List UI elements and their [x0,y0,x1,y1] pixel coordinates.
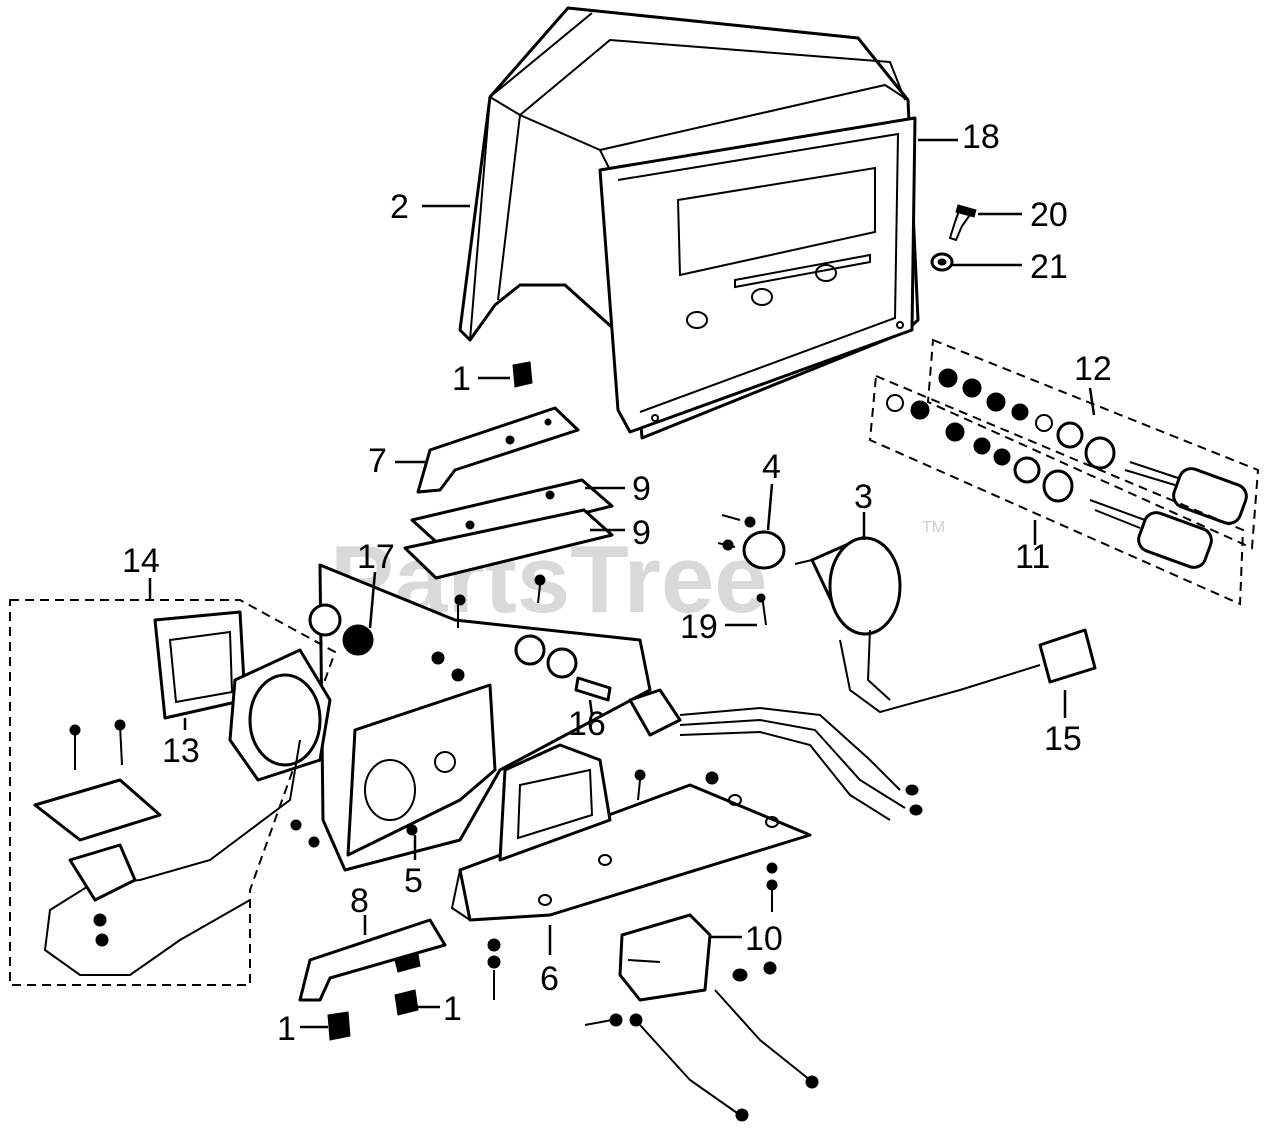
callout-10: 10 [745,920,783,958]
part-kit-14 [9,599,337,986]
part-plate-4 [717,514,786,570]
part-gasket-5 [346,683,497,857]
callout-17: 17 [357,538,395,576]
part-bracket-7 [416,406,580,494]
callout-18: 18 [962,118,1000,156]
part-fasteners [290,574,778,1000]
part-knob-1-lower-left [327,1011,351,1041]
callout-5: 5 [404,862,423,900]
callout-15: 15 [1044,720,1082,758]
callout-3: 3 [854,478,873,516]
callout-6: 6 [540,960,559,998]
part-screw-19 [756,593,767,626]
part-relay-10 [584,913,819,1122]
callout-12: 12 [1074,350,1112,388]
callout-7: 7 [368,442,387,480]
part-gasket-9a [410,478,614,550]
callout-13: 13 [162,732,200,770]
callout-9-a: 9 [632,470,651,508]
part-strip-12 [926,338,1260,550]
callout-9-b: 9 [632,514,651,552]
callout-8: 8 [350,882,369,920]
part-screw-20 [948,204,977,242]
callout-11: 11 [1015,538,1050,576]
callout-20: 20 [1030,196,1068,234]
callout-14: 14 [122,542,160,580]
part-knob-1-top [512,361,533,388]
callout-2: 2 [390,188,409,226]
callout-21: 21 [1030,248,1068,286]
part-bracket-8 [298,918,447,1002]
part-gasket-9b [403,508,614,580]
callout-1-top: 1 [452,360,471,398]
callout-4: 4 [762,448,781,486]
part-gauge-3 [794,536,1097,714]
part-front-panel [598,116,917,434]
part-washer-21 [930,252,954,272]
part-strip-11 [868,374,1245,606]
callout-labels: 2 18 20 21 1 12 7 9 9 4 3 11 14 17 19 16… [122,118,1112,1048]
callout-1-right: 1 [443,990,462,1028]
leader-lines [148,138,1096,1029]
part-knob-1-lower-right [394,989,419,1016]
callout-16: 16 [568,705,606,743]
part-harness-16 [628,688,923,821]
callout-19: 19 [680,608,718,646]
part-base-tray-6 [450,743,812,922]
callout-1-left: 1 [277,1010,296,1048]
watermark-trademark: TM [922,519,945,536]
